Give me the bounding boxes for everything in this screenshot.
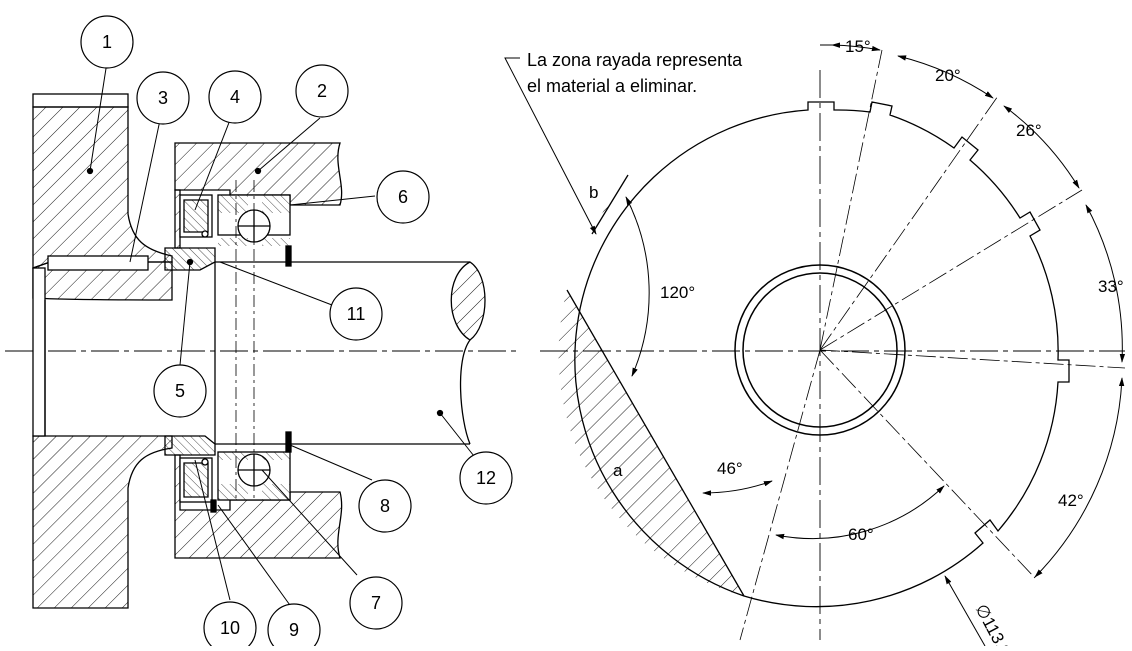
balloon-3: 3: [136, 71, 190, 125]
angle-120-label: 120°: [660, 283, 695, 302]
angle-42-label: 42°: [1058, 491, 1084, 510]
angle-20-label: 20°: [935, 66, 961, 85]
region-b-label: b: [589, 183, 598, 202]
balloon-1-label: 1: [102, 32, 112, 52]
balloon-7: 7: [349, 576, 403, 630]
angle-46-label: 46°: [717, 459, 743, 478]
annotation-texts: La zona rayada representa el material a …: [527, 37, 1124, 651]
dimension-arcs: [625, 42, 1126, 578]
part-9-ring: [210, 499, 217, 513]
balloon-12-label: 12: [476, 468, 496, 488]
balloon-8: 8: [358, 479, 412, 533]
diameter-leader: [944, 575, 986, 647]
balloon-11-label: 11: [347, 304, 366, 324]
angle-33-label: 33°: [1098, 277, 1124, 296]
angle-60-label: 60°: [848, 525, 874, 544]
balloon-group: 1 3 4 2 6 11 5 12 8 10 9 7: [80, 15, 513, 651]
part-1-flange: [32, 93, 173, 609]
balloon-6-label: 6: [398, 187, 408, 207]
balloon-11: 11: [329, 287, 383, 341]
disc-view: [504, 42, 1126, 647]
balloon-8-label: 8: [380, 496, 390, 516]
angle-26-label: 26°: [1016, 121, 1042, 140]
balloon-9: 9: [267, 603, 321, 651]
angle-15-label: 15°: [845, 37, 871, 56]
balloon-10-label: 10: [220, 618, 240, 638]
balloon-6: 6: [376, 170, 430, 224]
note-leader: [504, 57, 597, 235]
balloon-7-label: 7: [371, 593, 381, 613]
note-line-2: el material a eliminar.: [527, 76, 697, 96]
part-3-key: [47, 255, 149, 271]
balloon-12: 12: [459, 451, 513, 505]
part-8-snap-ring: [285, 431, 292, 453]
part-5-sleeve-bottom: [164, 435, 216, 456]
disc-outline: [574, 101, 1070, 608]
region-a-hatch: [558, 290, 744, 596]
balloon-4-label: 4: [230, 87, 240, 107]
note-line-1: La zona rayada representa: [527, 50, 743, 70]
balloon-4: 4: [208, 70, 262, 124]
part-12-shaft: [44, 180, 486, 500]
region-a-label: a: [613, 461, 623, 480]
balloon-3-label: 3: [158, 88, 168, 108]
assembly-section-view: [5, 61, 520, 609]
leader-lines: [89, 61, 486, 609]
part-8-snap-ring-top: [285, 245, 292, 267]
part-4-seal: [179, 194, 213, 238]
balloon-2-label: 2: [317, 81, 327, 101]
balloon-5-label: 5: [175, 381, 185, 401]
balloon-2: 2: [295, 64, 349, 118]
balloon-10: 10: [203, 601, 257, 651]
balloon-5: 5: [153, 364, 207, 418]
balloon-1: 1: [80, 15, 134, 69]
diameter-label: ∅113,9: [971, 601, 1014, 646]
balloon-9-label: 9: [289, 620, 299, 640]
